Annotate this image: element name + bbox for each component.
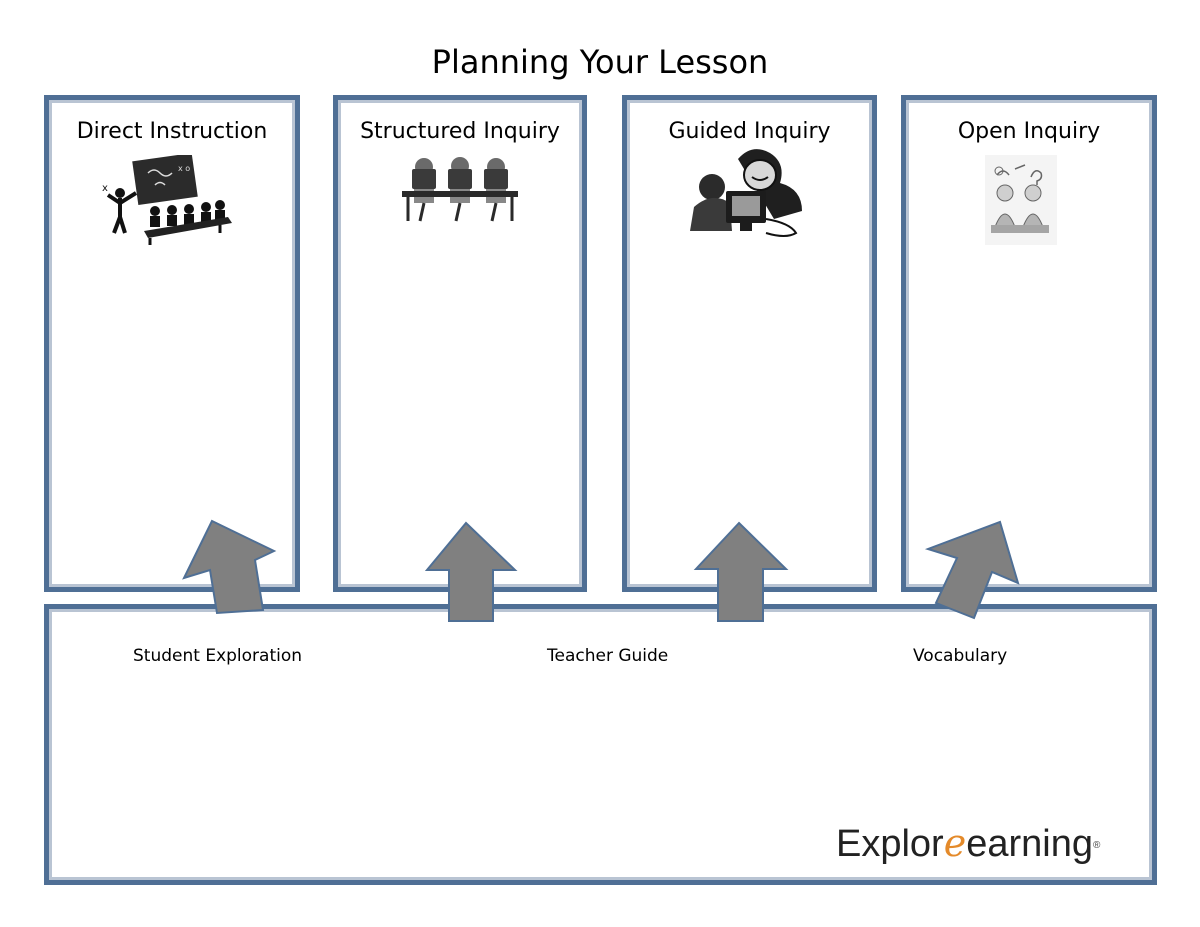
logo-registered-mark: ®: [1092, 839, 1101, 851]
student-exploration-label: Student Exploration: [133, 646, 303, 666]
resources-panel: [44, 604, 1157, 885]
panel-title-open-inquiry: Open Inquiry: [957, 119, 1101, 144]
teacher-student-computer-icon: [690, 149, 802, 237]
arrow-to-structured-inquiry: [424, 521, 518, 622]
logo-suffix: earning: [966, 823, 1093, 865]
svg-text:x: x: [102, 183, 108, 194]
logo-prefix: Explor: [836, 823, 944, 865]
svg-text:x o: x o: [178, 164, 190, 173]
arrow-to-guided-inquiry: [693, 521, 789, 622]
page-title: Planning Your Lesson: [431, 43, 769, 81]
logo-mark: e: [943, 821, 967, 865]
arrow-to-direct-instruction: [182, 519, 277, 615]
vocabulary-label: Vocabulary: [913, 646, 1008, 666]
thinking-students-icon: [985, 155, 1057, 245]
explorelearning-logo: Exploreearning®: [836, 820, 1100, 869]
panel-title-guided-inquiry: Guided Inquiry: [668, 119, 831, 144]
panel-title-direct-instruction: Direct Instruction: [76, 119, 268, 144]
classroom-teacher-icon: x o x: [102, 155, 232, 245]
panel-title-structured-inquiry: Structured Inquiry: [360, 119, 560, 144]
arrow-to-open-inquiry: [924, 520, 1020, 620]
computer-lab-icon: [402, 157, 518, 222]
teacher-guide-label: Teacher Guide: [547, 646, 669, 666]
